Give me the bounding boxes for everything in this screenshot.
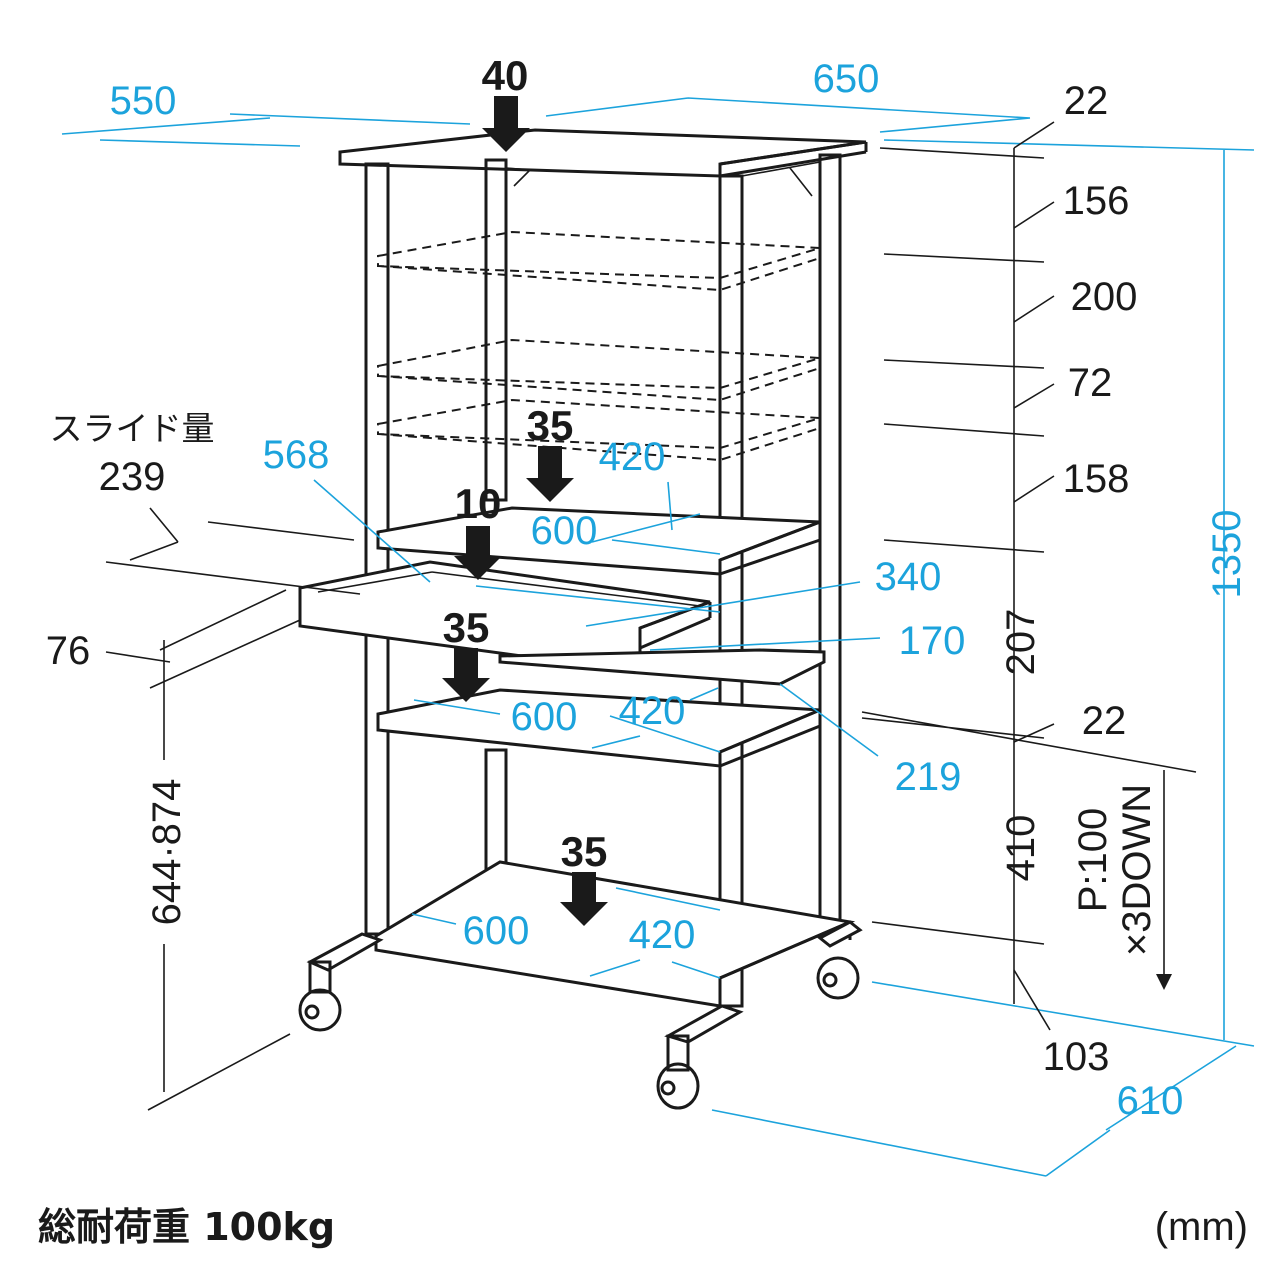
adjust-note-steps: ×3DOWN bbox=[1115, 784, 1159, 956]
overall-width: 650 bbox=[813, 57, 880, 101]
overall-height: 1350 bbox=[1205, 510, 1249, 599]
bottom-shelf bbox=[374, 860, 856, 1008]
load-middle-shelf: 35 bbox=[443, 604, 490, 651]
adjustable-shelf-outlines bbox=[377, 230, 821, 462]
slide-value: 239 bbox=[99, 455, 166, 499]
keyboard-width: 568 bbox=[263, 433, 330, 477]
keyboard-depth: 340 bbox=[875, 555, 942, 599]
keyboard-thickness: 76 bbox=[46, 629, 91, 673]
dim-22-top: 22 bbox=[1064, 79, 1109, 123]
mouse-depth: 170 bbox=[899, 619, 966, 663]
dimension-lines bbox=[61, 97, 1255, 1177]
dim-156: 156 bbox=[1063, 179, 1130, 223]
arrow-down-icon bbox=[442, 648, 490, 702]
middle-shelf bbox=[376, 688, 821, 768]
dim-200: 200 bbox=[1071, 275, 1138, 319]
arrow-down-icon bbox=[560, 872, 608, 926]
upper-depth: 420 bbox=[599, 435, 666, 479]
dim-410: 410 bbox=[999, 815, 1043, 882]
rack-drawing bbox=[298, 128, 868, 1110]
load-upper-shelf: 35 bbox=[527, 402, 574, 449]
dim-207: 207 bbox=[999, 609, 1043, 676]
arrow-down-icon bbox=[526, 446, 574, 502]
total-load-label: 総耐荷重 100kg bbox=[38, 1205, 335, 1249]
casters bbox=[298, 956, 860, 1110]
slide-label: スライド量 bbox=[50, 409, 215, 448]
mouse-width: 219 bbox=[895, 755, 962, 799]
left-height-range: 644·874 bbox=[145, 779, 189, 926]
dim-22-mid: 22 bbox=[1082, 699, 1127, 743]
load-bottom-shelf: 35 bbox=[561, 828, 608, 875]
mouse-table bbox=[498, 648, 826, 686]
load-arrows bbox=[442, 96, 608, 926]
upper-width: 600 bbox=[531, 509, 598, 553]
dim-158: 158 bbox=[1063, 457, 1130, 501]
dim-72: 72 bbox=[1068, 361, 1113, 405]
middle-width: 600 bbox=[511, 695, 578, 739]
overall-depth-top: 550 bbox=[110, 79, 177, 123]
unit-label: (mm) bbox=[1155, 1205, 1248, 1249]
dim-103: 103 bbox=[1043, 1035, 1110, 1079]
arrow-down-icon bbox=[482, 96, 530, 152]
load-top: 40 bbox=[482, 52, 529, 99]
base-legs bbox=[306, 920, 863, 1072]
dimension-labels: 40 35 10 35 35 550 650 1350 610 568 420 … bbox=[38, 52, 1249, 1249]
bottom-depth: 420 bbox=[629, 913, 696, 957]
middle-depth: 420 bbox=[619, 689, 686, 733]
arrow-down-icon bbox=[454, 526, 502, 580]
load-keyboard: 10 bbox=[455, 480, 502, 527]
adjust-note-pitch: P:100 bbox=[1071, 808, 1115, 913]
bottom-width: 600 bbox=[463, 909, 530, 953]
overall-depth-base: 610 bbox=[1117, 1079, 1184, 1123]
